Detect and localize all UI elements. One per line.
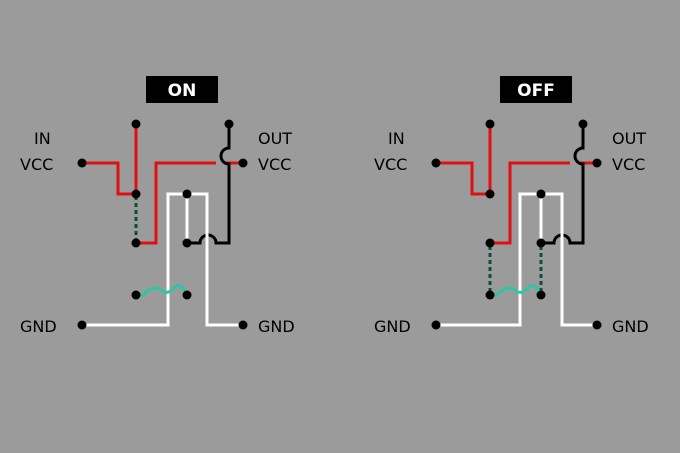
gnd-in-wire-left — [82, 192, 243, 327]
node-dot — [77, 158, 87, 168]
node-dots-right — [431, 119, 602, 330]
node-dot — [131, 238, 141, 248]
vcc-in-label-left: VCC — [20, 155, 53, 174]
node-dot — [131, 119, 141, 129]
node-dot — [485, 119, 495, 129]
node-dot — [182, 290, 192, 300]
node-dot — [431, 320, 441, 330]
gnd-in-label-left: GND — [20, 317, 57, 336]
node-dot — [238, 158, 248, 168]
out-label-left: OUT — [258, 129, 292, 148]
switch-link-left — [137, 284, 189, 297]
node-dot — [131, 290, 141, 300]
node-dot — [485, 238, 495, 248]
gnd-in-label-right: GND — [374, 317, 411, 336]
panel-on: ON IN VCC OUT VCC GND GND — [20, 76, 295, 336]
node-dot — [238, 320, 248, 330]
gnd-in-wire-right — [436, 192, 597, 327]
node-dot — [536, 238, 546, 248]
switch-link-right — [491, 284, 543, 297]
node-dot — [592, 158, 602, 168]
state-label-off: OFF — [517, 81, 555, 101]
out-label-right: OUT — [612, 129, 646, 148]
node-dot — [182, 238, 192, 248]
node-dot — [485, 290, 495, 300]
panel-off: OFF IN VCC OUT VCC GND GND — [374, 76, 649, 336]
vcc-in-wire-left — [82, 124, 138, 196]
vcc-out-label-right: VCC — [612, 155, 645, 174]
vcc-in-wire-right — [436, 124, 492, 196]
node-dot — [431, 158, 441, 168]
node-dot — [536, 189, 546, 199]
node-dot — [592, 320, 602, 330]
node-dot — [578, 119, 588, 129]
node-dot — [77, 320, 87, 330]
gnd-out-label-left: GND — [258, 317, 295, 336]
vcc-out-label-left: VCC — [258, 155, 291, 174]
node-dot — [224, 119, 234, 129]
node-dot — [131, 189, 141, 199]
state-badge-off — [500, 76, 572, 103]
node-dot — [536, 290, 546, 300]
node-dot — [485, 189, 495, 199]
in-label-left: IN — [34, 129, 51, 148]
vcc-out-wire-right — [491, 161, 570, 245]
in-label-right: IN — [388, 129, 405, 148]
out-wire-right — [543, 124, 585, 245]
state-label-on: ON — [168, 81, 197, 101]
out-wire-left — [189, 124, 231, 245]
state-badge-on — [146, 76, 218, 103]
vcc-in-label-right: VCC — [374, 155, 407, 174]
gnd-out-label-right: GND — [612, 317, 649, 336]
node-dots-left — [77, 119, 248, 330]
node-dot — [182, 189, 192, 199]
vcc-out-wire-left — [137, 161, 216, 245]
